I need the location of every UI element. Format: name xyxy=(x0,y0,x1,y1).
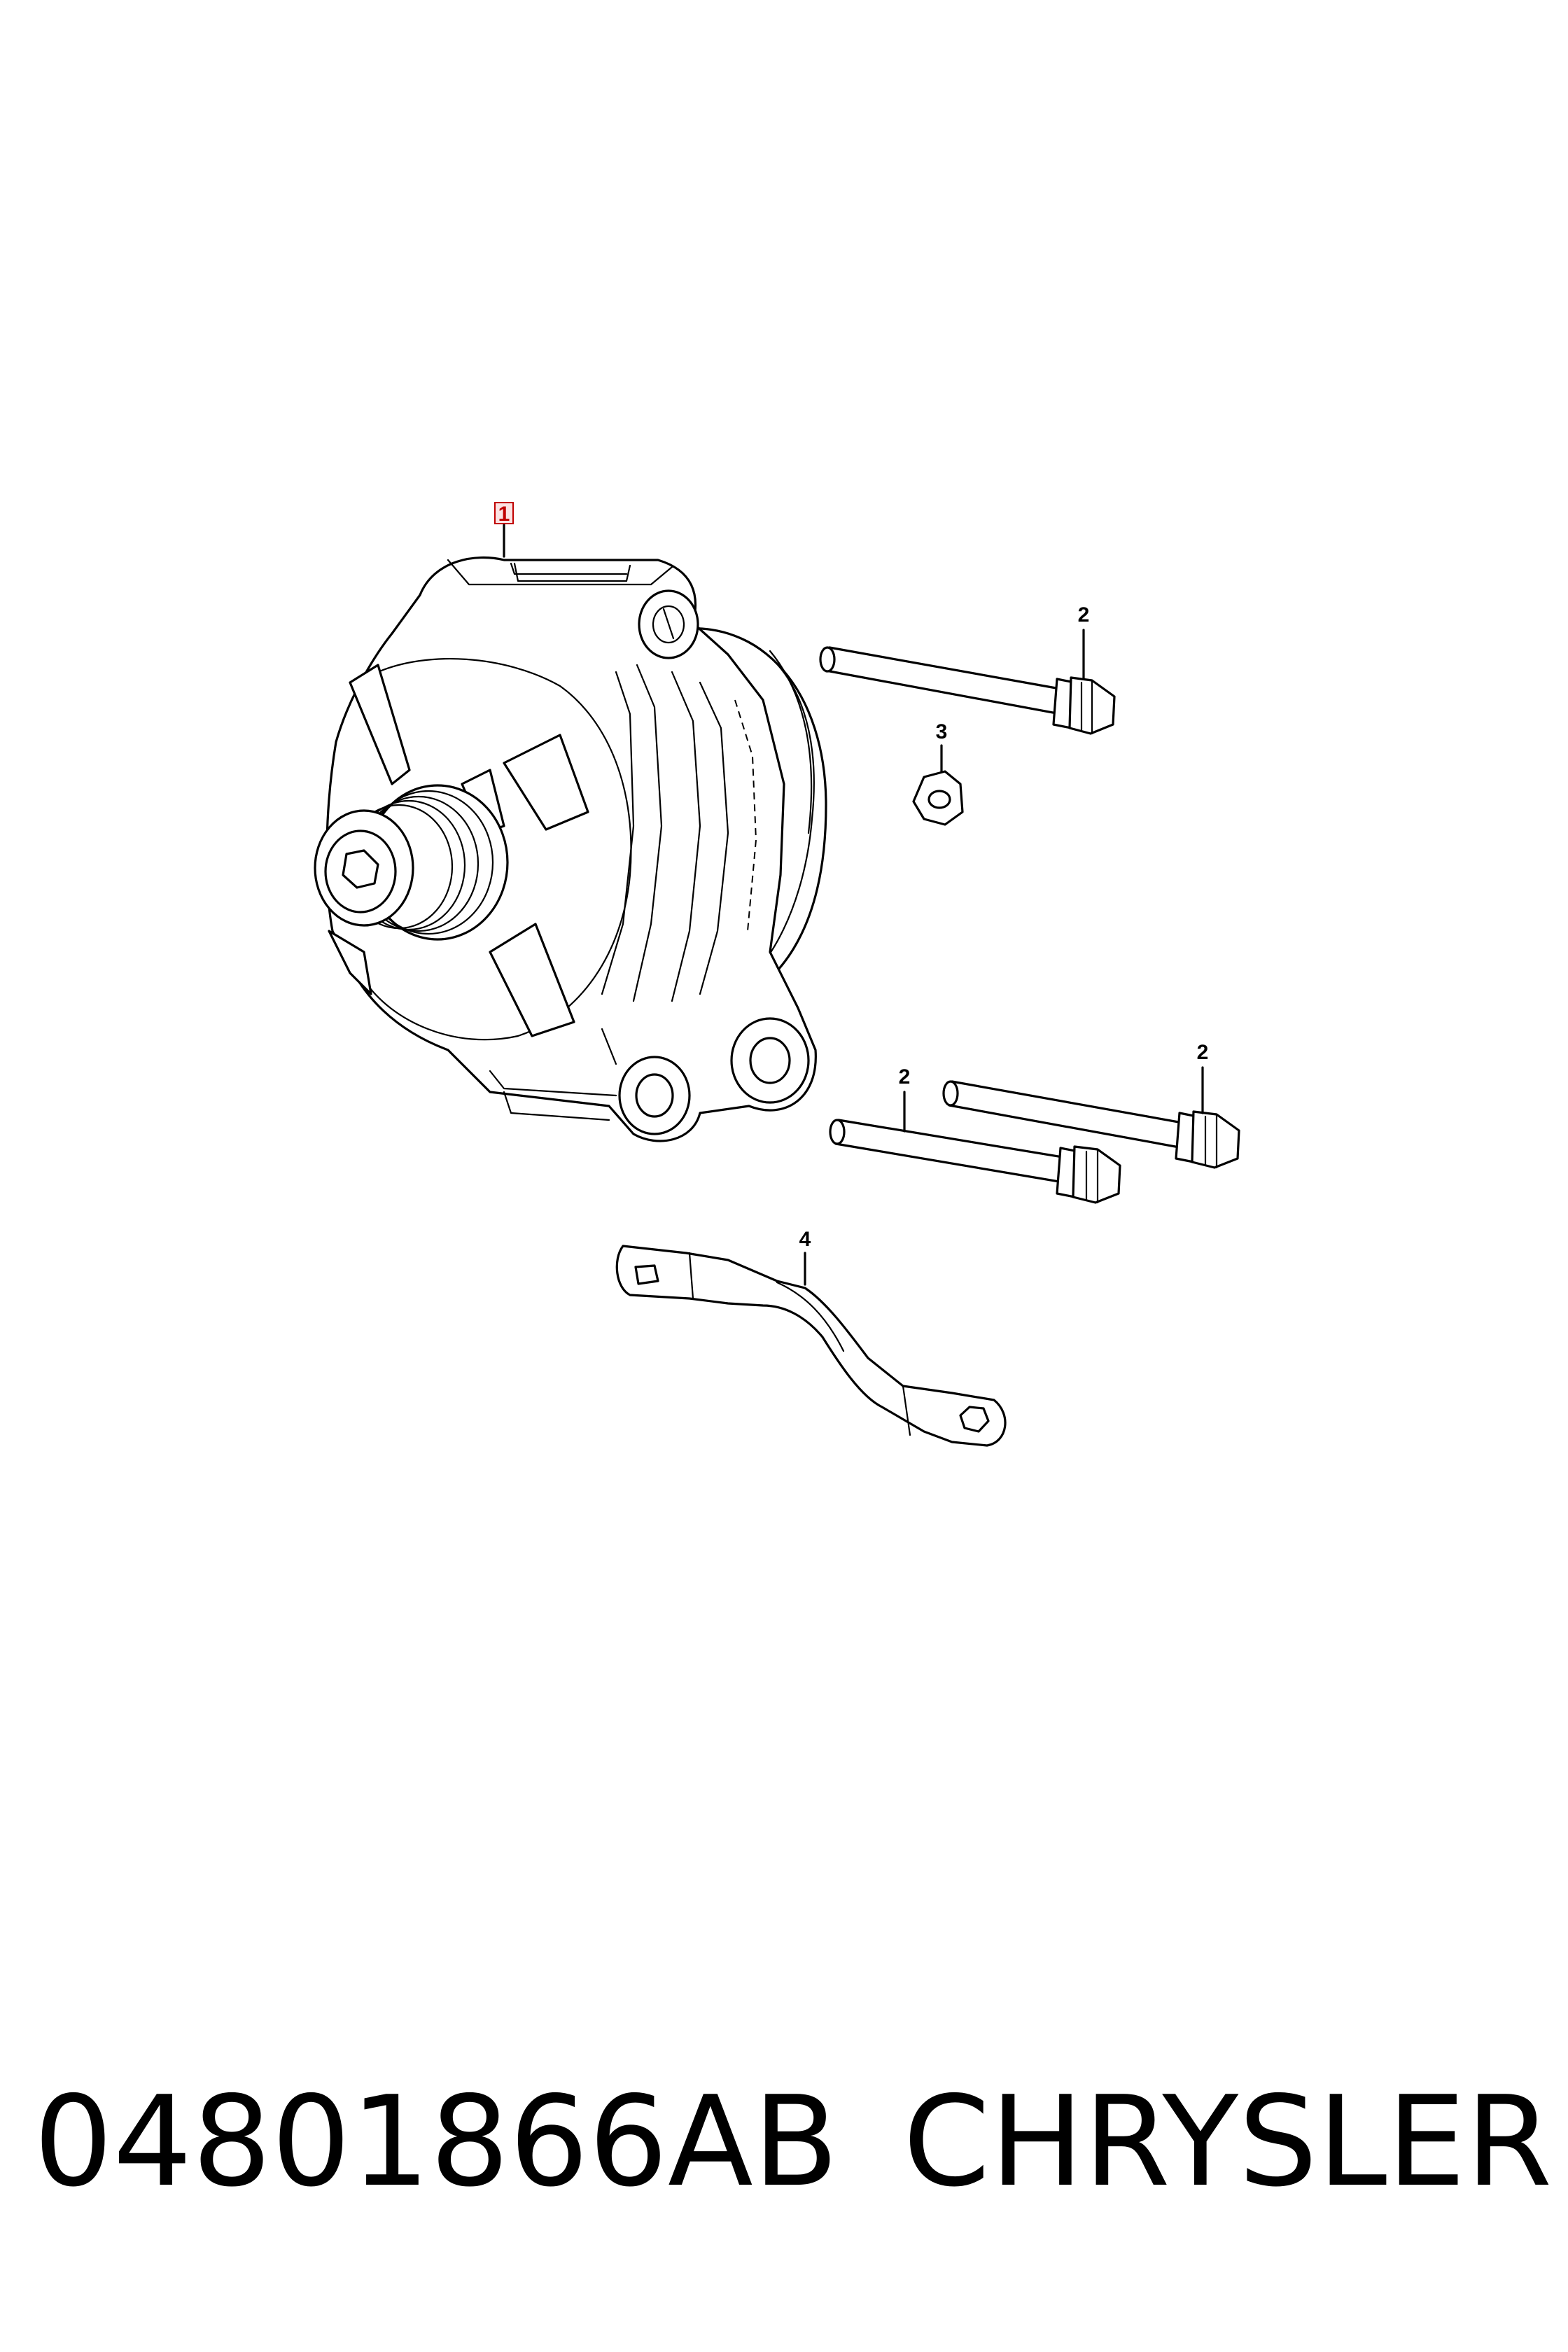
callout-3-label: 3 xyxy=(936,720,948,743)
alternator-drawing xyxy=(314,556,827,1142)
callout-2-lower-right-label: 2 xyxy=(1197,1041,1209,1064)
callout-2-upper-label: 2 xyxy=(1078,603,1090,626)
callout-1-label: 1 xyxy=(498,503,510,526)
callout-4-label: 4 xyxy=(799,1228,811,1251)
bolt-upper-drawing xyxy=(819,646,1116,735)
brand-name: CHRYSLER xyxy=(903,2069,1553,2214)
callout-2-lower-left-label: 2 xyxy=(899,1065,911,1088)
caption: 04801866AB CHRYSLER xyxy=(0,2051,1568,2233)
bolt-lower-right-drawing xyxy=(942,1080,1240,1169)
nut-drawing xyxy=(912,770,964,826)
bolt-lower-left-drawing xyxy=(829,1119,1121,1204)
part-number: 04801866AB xyxy=(34,2069,839,2214)
bracket-drawing xyxy=(615,1245,1007,1447)
callout-1-box xyxy=(494,502,514,524)
